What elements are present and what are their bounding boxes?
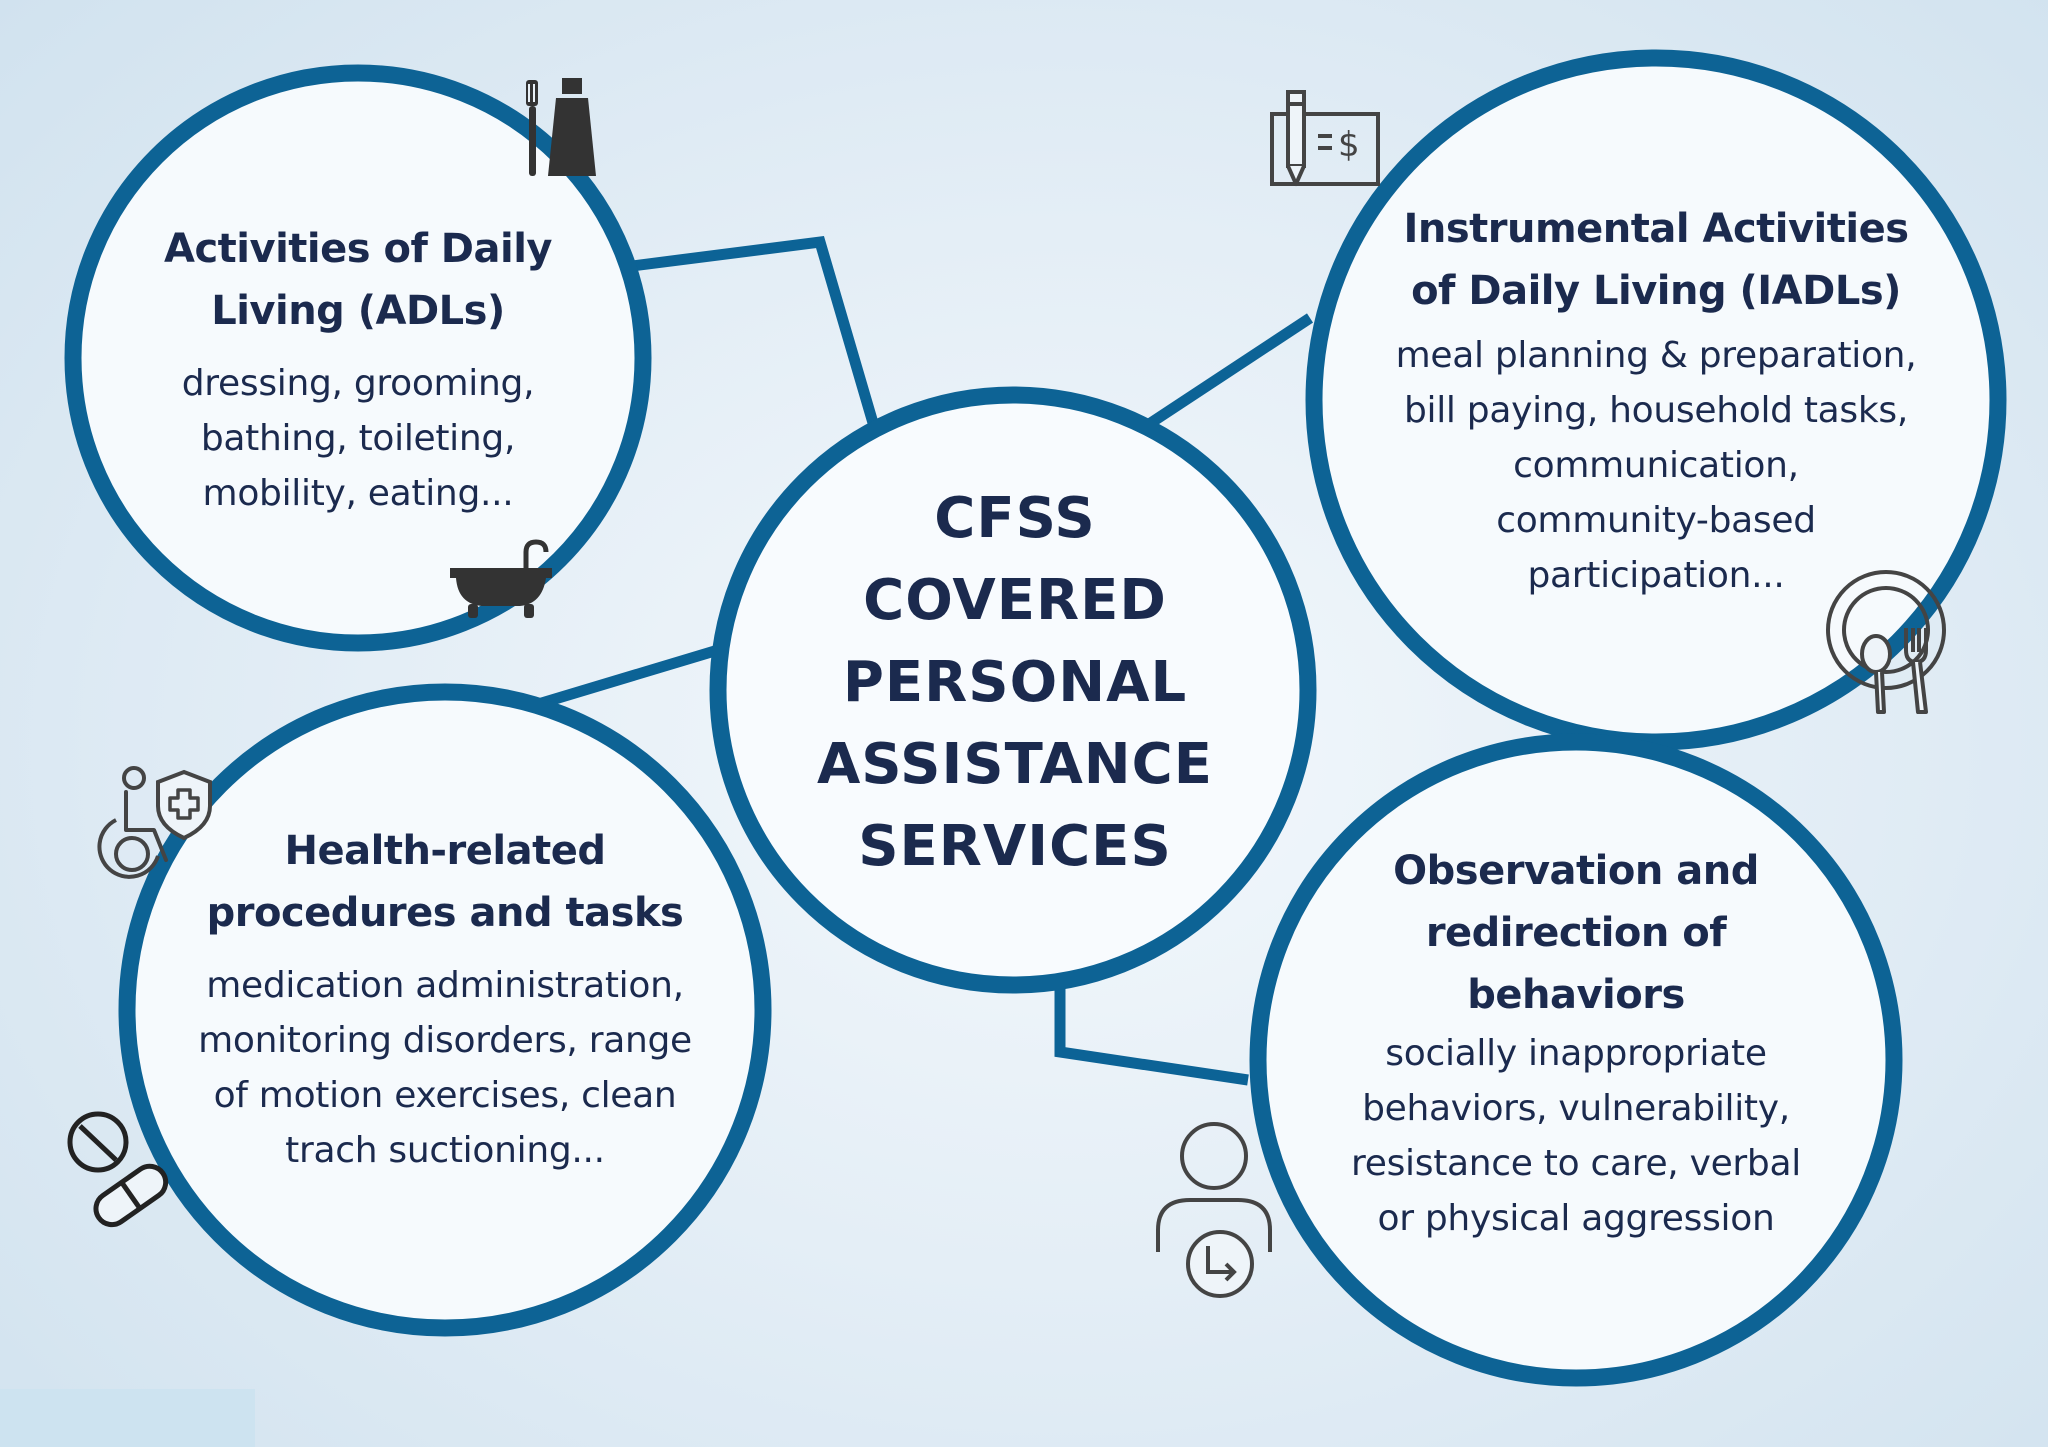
title-line: behaviors (1467, 972, 1685, 1018)
node-iadls-text: Instrumental Activities of Daily Living … (1336, 198, 1976, 603)
node-behaviors-ring (1249, 733, 1903, 1387)
node-behaviors-desc: socially inappropriate behaviors, vulner… (1276, 1026, 1876, 1246)
desc-line: behaviors, vulnerability, (1362, 1088, 1790, 1129)
node-behaviors-text: Observation and redirection of behaviors… (1276, 840, 1876, 1246)
center-ring (709, 386, 1317, 994)
desc-line: communication, (1513, 445, 1799, 486)
node-health-ring (118, 683, 772, 1337)
connector-iadls (1130, 313, 1314, 439)
desc-line: resistance to care, verbal (1351, 1143, 1801, 1184)
node-adls-title: Activities of Daily Living (ADLs) (108, 218, 608, 342)
person-redirect-icon (1150, 1112, 1290, 1302)
bathtub-icon (446, 538, 556, 620)
title-line: redirection of (1425, 910, 1727, 956)
node-iadls-title: Instrumental Activities of Daily Living … (1336, 198, 1976, 322)
desc-line: mobility, eating... (202, 473, 514, 514)
center-line: PERSONAL (842, 650, 1188, 715)
desc-line: participation... (1527, 555, 1785, 596)
desc-line: monitoring disorders, range (198, 1020, 692, 1061)
node-adls-text: Activities of Daily Living (ADLs) dressi… (108, 218, 608, 521)
connector-adls (631, 235, 884, 442)
wheelchair-shield-icon (88, 764, 216, 884)
svg-text:$: $ (1338, 125, 1360, 165)
node-behaviors-title: Observation and redirection of behaviors (1276, 840, 1876, 1026)
title-line: Observation and (1393, 848, 1759, 894)
node-adls-ring (64, 64, 652, 652)
corner-strip (0, 1389, 255, 1447)
center-title: CFSS COVERED PERSONAL ASSISTANCE SERVICE… (770, 478, 1260, 888)
node-adls-desc: dressing, grooming, bathing, toileting, … (108, 356, 608, 521)
node-iadls-desc: meal planning & preparation, bill paying… (1336, 328, 1976, 603)
title-line: Activities of Daily (164, 226, 552, 272)
plate-fork-spoon-icon (1822, 566, 1962, 726)
toothbrush-toothpaste-icon (520, 76, 604, 180)
node-health-text: Health-related procedures and tasks medi… (145, 820, 745, 1178)
desc-line: socially inappropriate (1385, 1033, 1767, 1074)
desc-line: medication administration, (206, 965, 684, 1006)
title-line: Instrumental Activities (1403, 206, 1909, 252)
center-line: COVERED (863, 568, 1167, 633)
center-line: ASSISTANCE (816, 732, 1214, 797)
connector-behaviors (1054, 972, 1249, 1086)
desc-line: meal planning & preparation, (1395, 335, 1917, 376)
title-line: Living (ADLs) (211, 288, 505, 334)
desc-line: bathing, toileting, (200, 418, 516, 459)
desc-line: or physical aggression (1377, 1198, 1775, 1239)
desc-line: dressing, grooming, (181, 363, 535, 404)
node-iadls-ring (1305, 49, 2007, 751)
center-line: CFSS (934, 486, 1096, 551)
node-health-desc: medication administration, monitoring di… (145, 958, 745, 1178)
check-payment-icon: $ (1268, 86, 1384, 202)
node-health-title: Health-related procedures and tasks (145, 820, 745, 944)
title-line: Health-related (284, 828, 606, 874)
center-line: SERVICES (858, 814, 1172, 879)
title-line: procedures and tasks (206, 890, 684, 936)
desc-line: community-based (1496, 500, 1816, 541)
pills-icon (64, 1108, 180, 1232)
title-line: of Daily Living (IADLs) (1411, 268, 1901, 314)
desc-line: bill paying, household tasks, (1403, 390, 1909, 431)
desc-line: trach suctioning... (285, 1130, 605, 1171)
desc-line: of motion exercises, clean (213, 1075, 677, 1116)
